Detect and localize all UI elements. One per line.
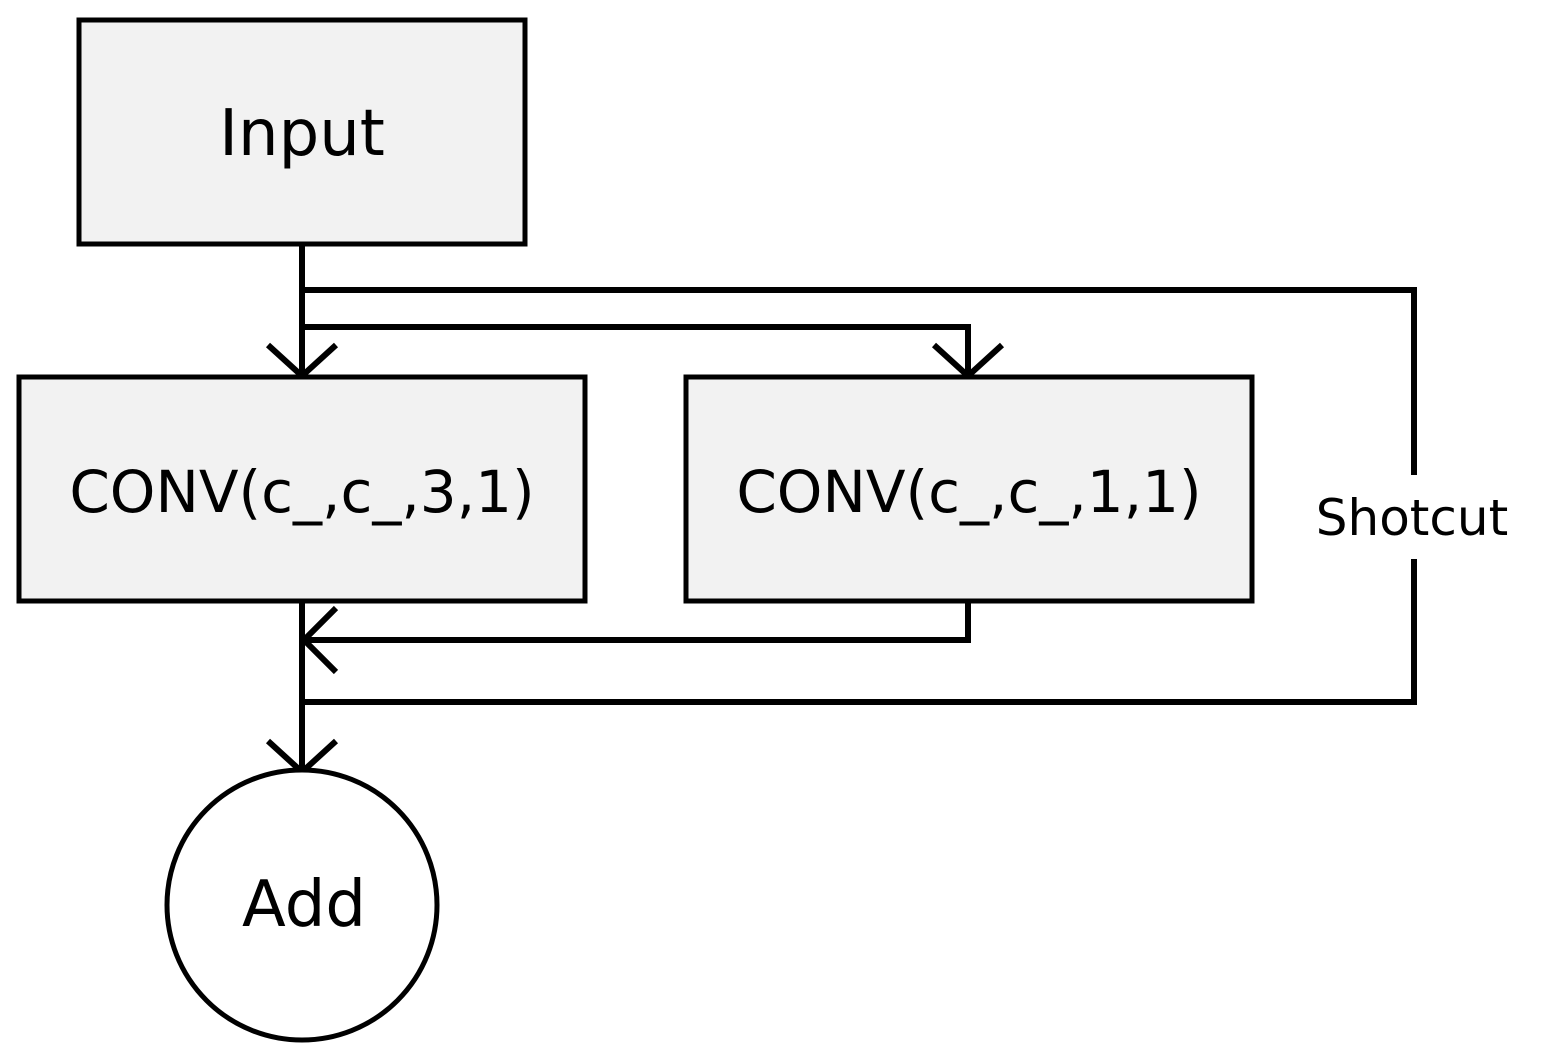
node-conv3-box — [16, 374, 588, 604]
node-input: Input — [76, 17, 528, 247]
edge-branch-to-conv1 — [299, 324, 971, 375]
edge-conv1-to-main — [303, 603, 971, 643]
node-input-label: Input — [219, 97, 385, 171]
edge-shortcut-return — [299, 559, 1417, 705]
node-conv3: CONV(c_,c_,3,1) — [16, 374, 588, 604]
node-conv1-box — [683, 374, 1255, 604]
edges — [299, 245, 1417, 769]
node-input-box — [76, 17, 528, 247]
edge-shortcut-label: Shotcut — [1316, 489, 1508, 547]
edge-shortcut — [299, 287, 1417, 475]
node-add-circle — [164, 767, 440, 1043]
node-conv1-label: CONV(c_,c_,1,1) — [736, 458, 1201, 526]
node-add-label: Add — [242, 868, 366, 942]
arrowhead-merge — [299, 605, 339, 675]
node-conv3-label: CONV(c_,c_,3,1) — [69, 458, 534, 526]
node-conv1: CONV(c_,c_,1,1) — [683, 374, 1255, 604]
node-add: Add — [164, 767, 440, 1043]
